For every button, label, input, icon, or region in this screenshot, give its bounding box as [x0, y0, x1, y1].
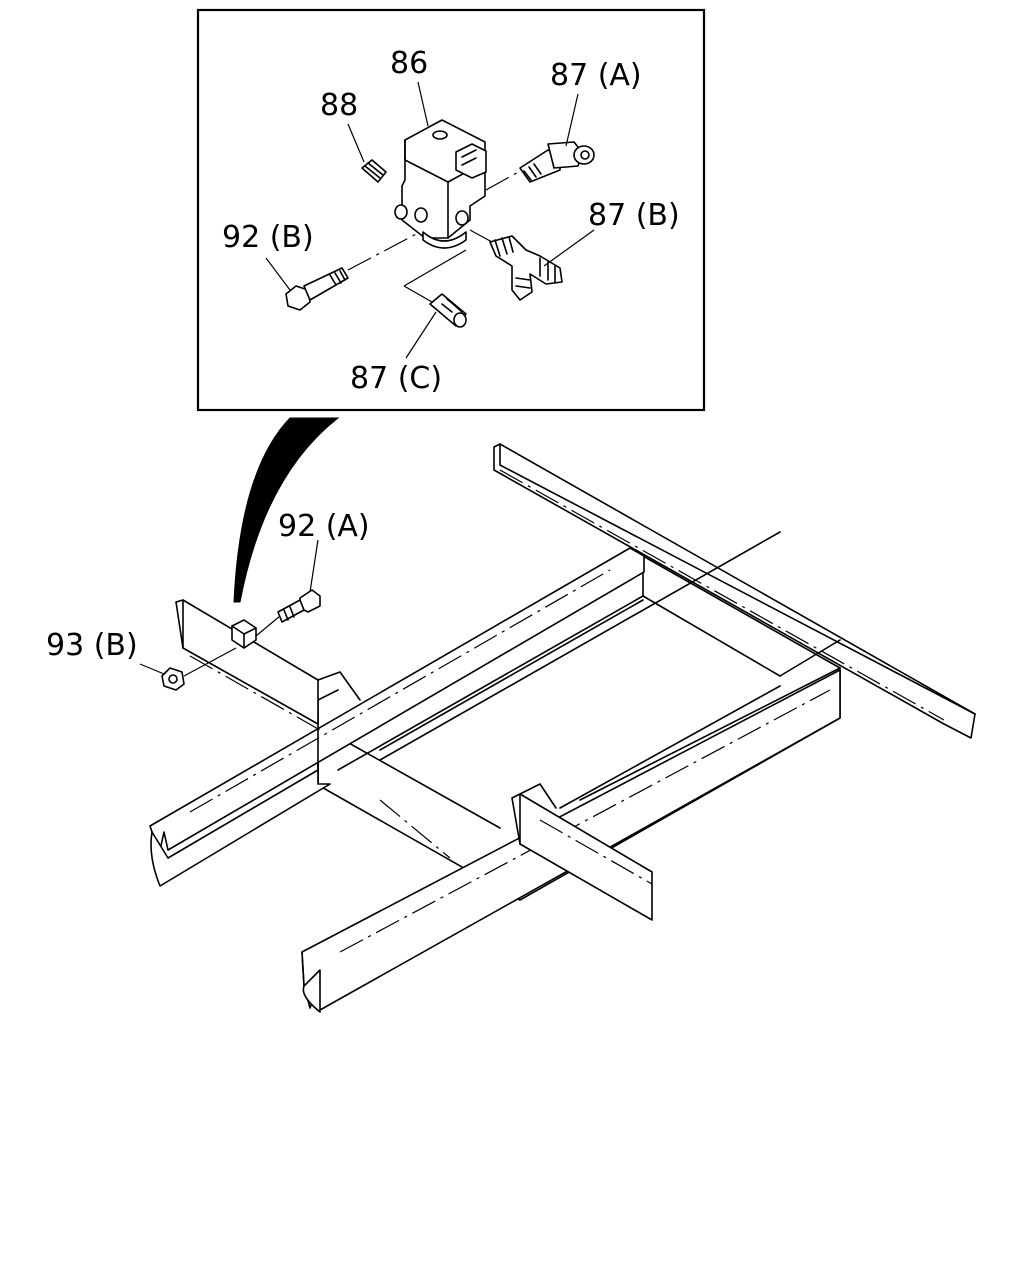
- callout-86: 86: [390, 46, 428, 81]
- fitting-87b: [489, 235, 563, 301]
- detail-connector: [233, 417, 340, 603]
- callout-93b: 93 (B): [46, 628, 138, 663]
- plug-88: [361, 159, 387, 183]
- detail-inset: [196, 8, 706, 412]
- valve-body-86: [394, 119, 487, 249]
- lower-bracket: [511, 783, 653, 921]
- callout-92a: 92 (A): [278, 509, 370, 544]
- nut-93b: [161, 667, 185, 691]
- left-rail: [149, 547, 645, 887]
- bolt-92a: [277, 589, 321, 623]
- fitting-87a: [519, 141, 595, 183]
- rear-rail: [493, 443, 976, 739]
- callout-87c: 87 (C): [350, 361, 442, 396]
- fitting-87c: [429, 293, 467, 328]
- left-bracket: [175, 599, 361, 731]
- callout-92b: 92 (B): [222, 220, 314, 255]
- callout-87b: 87 (B): [588, 198, 680, 233]
- callout-87a: 87 (A): [550, 58, 642, 93]
- chassis-frame: [149, 443, 976, 1013]
- bolt-92b: [285, 267, 349, 311]
- clip-assembly: [231, 619, 257, 649]
- callout-88: 88: [320, 88, 358, 123]
